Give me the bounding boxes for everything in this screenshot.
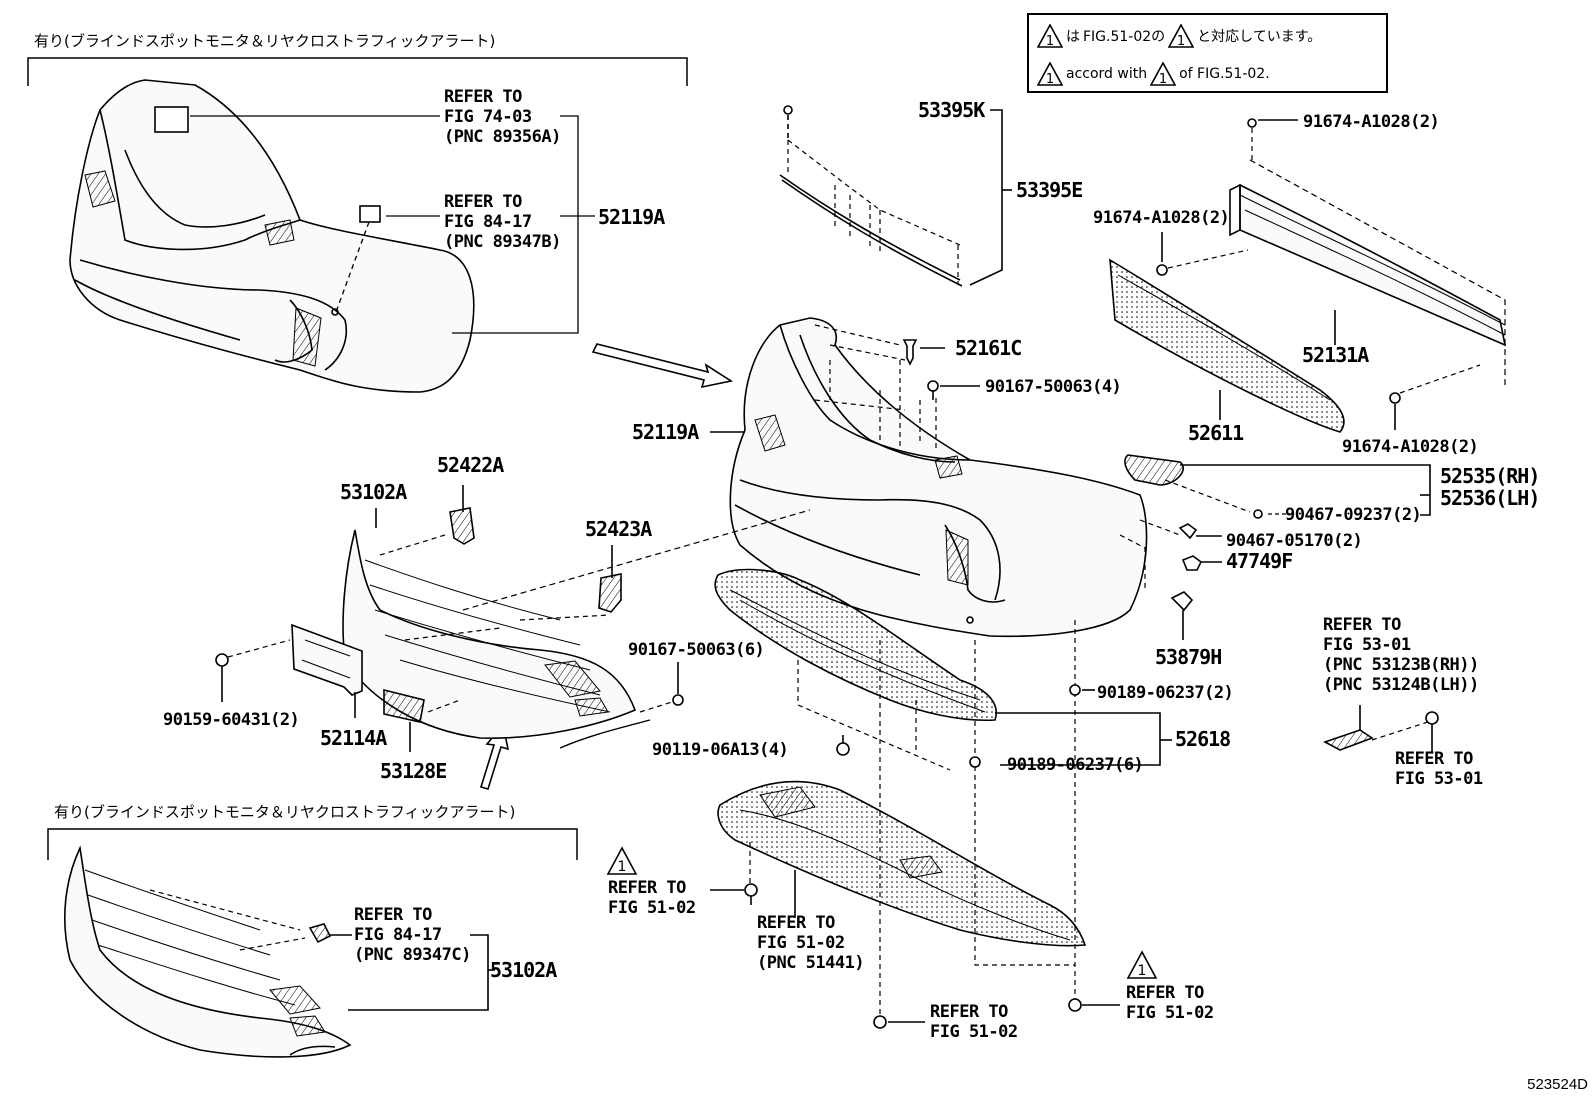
note-line1-mid: FIG.51-02の bbox=[1083, 29, 1166, 45]
svg-text:1: 1 bbox=[618, 859, 627, 875]
warning-mark-left: 1 bbox=[606, 846, 638, 875]
option-bracket-bottom bbox=[47, 828, 578, 860]
fasteners-center bbox=[902, 339, 1222, 640]
part-label-90167-50063-6[interactable]: 90167-50063(6) bbox=[628, 640, 765, 660]
bumper-cover-option-illustration bbox=[69, 79, 475, 393]
reference-fig-51-02-under-cover[interactable]: REFER TO FIG 51-02 (PNC 51441) bbox=[757, 913, 865, 973]
warning-triangle-icon: 1 bbox=[1036, 23, 1064, 49]
energy-absorber-illustration bbox=[714, 568, 1172, 1000]
svg-text:1: 1 bbox=[1138, 963, 1147, 979]
part-label-52161C[interactable]: 52161C bbox=[955, 336, 1022, 360]
svg-text:1: 1 bbox=[1046, 34, 1054, 48]
warning-triangle-icon: 1 bbox=[1149, 61, 1177, 87]
part-label-90189-06237-2[interactable]: 90189-06237(2) bbox=[1097, 683, 1234, 703]
part-label-53128E[interactable]: 53128E bbox=[380, 759, 447, 783]
part-label-53879H[interactable]: 53879H bbox=[1155, 645, 1222, 669]
figure-code: 523524D bbox=[1527, 1076, 1588, 1093]
reference-fig-51-02-right[interactable]: REFER TO FIG 51-02 bbox=[1126, 983, 1214, 1023]
part-label-52611[interactable]: 52611 bbox=[1188, 421, 1244, 445]
note-line-english: 1 accord with 1 of FIG.51-02. bbox=[1036, 61, 1270, 87]
part-label-52119A-top[interactable]: 52119A bbox=[598, 205, 665, 229]
cross-reference-note-box: 1 は FIG.51-02の 1 と対応しています。 1 accord with… bbox=[1027, 13, 1388, 93]
note-line-japanese: 1 は FIG.51-02の 1 と対応しています。 bbox=[1036, 23, 1322, 49]
part-label-52535-rh[interactable]: 52535(RH) bbox=[1440, 464, 1540, 488]
option-bracket-top bbox=[27, 57, 688, 86]
part-label-52618[interactable]: 52618 bbox=[1175, 727, 1231, 751]
grille-illustration bbox=[215, 485, 684, 752]
warning-mark-right: 1 bbox=[1126, 950, 1158, 979]
part-label-53395E[interactable]: 53395E bbox=[1016, 178, 1083, 202]
part-label-52536-lh[interactable]: 52536(LH) bbox=[1440, 486, 1540, 510]
part-label-90159-60431[interactable]: 90159-60431(2) bbox=[163, 710, 300, 730]
option-note-top: 有り(ブラインドスポットモニタ＆リヤクロストラフィックアラート) bbox=[34, 32, 496, 50]
reference-fig-51-02-bottom[interactable]: REFER TO FIG 51-02 bbox=[930, 1002, 1018, 1042]
bumper-cover-illustration bbox=[462, 317, 1181, 638]
svg-text:1: 1 bbox=[1177, 34, 1185, 48]
part-label-53395K[interactable]: 53395K bbox=[918, 98, 985, 122]
part-label-90467-05170[interactable]: 90467-05170(2) bbox=[1226, 531, 1363, 551]
note-line2-post: of FIG.51-02. bbox=[1179, 66, 1270, 82]
direction-arrows bbox=[479, 343, 734, 790]
reference-fig-51-02-left[interactable]: REFER TO FIG 51-02 bbox=[608, 878, 696, 918]
reference-fig-53-01-lower[interactable]: REFER TO FIG 53-01 bbox=[1395, 749, 1483, 789]
svg-text:1: 1 bbox=[1046, 72, 1054, 86]
part-label-90119-06A13[interactable]: 90119-06A13(4) bbox=[652, 740, 789, 760]
part-label-53102A-option[interactable]: 53102A bbox=[490, 958, 557, 982]
warning-triangle-icon: 1 bbox=[1167, 23, 1195, 49]
part-label-52114A[interactable]: 52114A bbox=[320, 726, 387, 750]
part-label-90167-50063-4[interactable]: 90167-50063(4) bbox=[985, 377, 1122, 397]
engine-under-cover-illustration bbox=[710, 780, 1120, 1029]
part-label-52423A[interactable]: 52423A bbox=[585, 517, 652, 541]
seal-strip-illustration bbox=[779, 105, 1012, 287]
leader-lines-top-left bbox=[190, 115, 595, 334]
note-line1-pre: は bbox=[1066, 29, 1080, 45]
part-label-91674-A1028-left[interactable]: 91674-A1028(2) bbox=[1093, 208, 1230, 228]
reference-fig-84-17-lower[interactable]: REFER TO FIG 84-17 (PNC 89347C) bbox=[354, 905, 471, 965]
part-label-90467-09237[interactable]: 90467-09237(2) bbox=[1285, 505, 1422, 525]
svg-text:1: 1 bbox=[1159, 72, 1167, 86]
note-line2-pre: accord with bbox=[1066, 66, 1148, 82]
part-label-90189-06237-6[interactable]: 90189-06237(6) bbox=[1007, 755, 1144, 775]
part-label-47749F[interactable]: 47749F bbox=[1226, 549, 1293, 573]
note-line1-post: と対応しています。 bbox=[1197, 29, 1322, 45]
part-label-91674-A1028-bottom[interactable]: 91674-A1028(2) bbox=[1342, 437, 1479, 457]
part-label-52119A[interactable]: 52119A bbox=[632, 420, 699, 444]
reference-fig-53-01-upper[interactable]: REFER TO FIG 53-01 (PNC 53123B(RH)) (PNC… bbox=[1323, 615, 1479, 695]
reference-fig-84-17-upper[interactable]: REFER TO FIG 84-17 (PNC 89347B) bbox=[444, 192, 561, 252]
part-label-52422A[interactable]: 52422A bbox=[437, 453, 504, 477]
option-note-bottom: 有り(ブラインドスポットモニタ＆リヤクロストラフィックアラート) bbox=[54, 803, 516, 821]
side-cover-illustration bbox=[1323, 705, 1439, 752]
warning-triangle-icon: 1 bbox=[1036, 61, 1064, 87]
grille-option-illustration bbox=[64, 845, 495, 1058]
bumper-reinforcement-illustration bbox=[1109, 118, 1507, 433]
part-label-53102A[interactable]: 53102A bbox=[340, 480, 407, 504]
part-label-91674-A1028-top[interactable]: 91674-A1028(2) bbox=[1303, 112, 1440, 132]
part-label-52131A[interactable]: 52131A bbox=[1302, 343, 1369, 367]
retainer-illustration bbox=[1124, 454, 1431, 519]
reference-fig-74-03[interactable]: REFER TO FIG 74-03 (PNC 89356A) bbox=[444, 87, 561, 147]
